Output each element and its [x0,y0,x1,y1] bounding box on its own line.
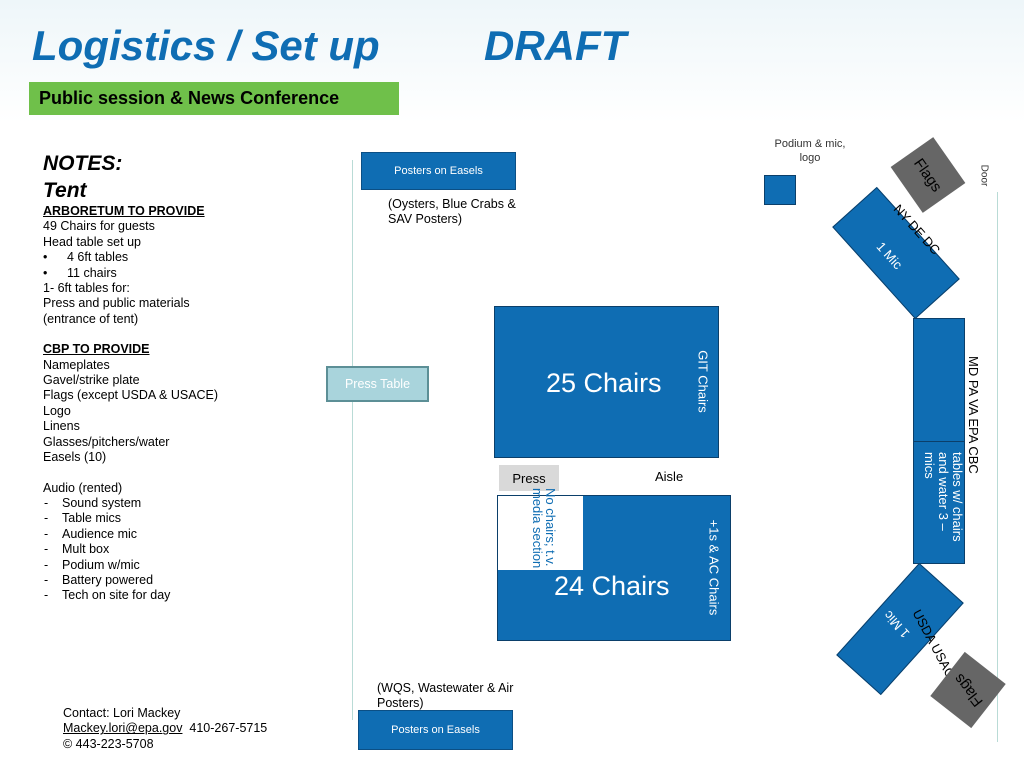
list-item: Battery powered [43,573,333,589]
arboretum-line: Press and public materials [43,296,190,311]
contact-block: Contact: Lori Mackey Mackey.lori@epa.gov… [63,706,267,752]
list-item: Sound system [43,496,333,512]
podium-label: Podium & mic, logo [774,138,846,164]
arboretum-heading: ARBORETUM TO PROVIDE [43,204,205,218]
contact-email-line: Mackey.lori@epa.gov 410-267-5715 [63,721,267,736]
tent-heading: Tent [43,179,87,202]
flags-bottom-label: Flags [950,670,986,710]
cbp-line: Glasses/pitchers/water [43,434,170,449]
arboretum-line: (entrance of tent) [43,311,139,326]
page-title: Logistics / Set up [32,22,380,69]
git-chairs-label: GIT Chairs [695,350,711,413]
no-chairs-text: No chairs; t.v. media section [530,488,558,569]
cbp-heading: CBP TO PROVIDE [43,342,150,357]
arboretum-line: 1- 6ft tables for: [43,281,130,296]
posters-top-caption: (Oysters, Blue Crabs & SAV Posters) [388,197,516,226]
list-item: 11 chairs [43,266,333,282]
chairs-block-top [494,306,719,458]
tables-note-label: tables w/ chairs and water 3 – mics [912,452,965,552]
head-table-upper [913,318,965,442]
flags-top-label: Flags [910,155,946,195]
tent-left-line [352,160,353,720]
chairs-bottom-label: 24 Chairs [554,571,670,601]
head-table-list: 4 6ft tables 11 chairs [43,250,333,281]
subtitle-banner: Public session & News Conference [29,82,399,115]
aisle-label: Aisle [655,469,684,484]
arboretum-line: Head table set up [43,234,141,249]
cbp-line: Nameplates [43,357,110,372]
list-item: Mult box [43,542,333,558]
contact-phone-mobile: © 443-223-5708 [63,736,154,751]
list-item: 4 6ft tables [43,250,333,266]
press-label: Press [499,465,559,491]
contact-email[interactable]: Mackey.lori@epa.gov [63,721,183,736]
draft-label: DRAFT [484,22,627,69]
list-item: Tech on site for day [43,588,333,604]
tent-right-line [997,192,998,742]
notes-panel: NOTES: Tent ARBORETUM TO PROVIDE 49 Chai… [43,150,333,604]
notes-heading: NOTES: [43,152,123,175]
contact-name: Contact: Lori Mackey [63,706,181,720]
cbp-line: Flags (except USDA & USACE) [43,388,219,403]
posters-bottom-box: Posters on Easels [358,710,513,750]
ac-chairs-strip [699,496,729,640]
posters-top-box: Posters on Easels [361,152,516,190]
ac-chairs-label: +1s & AC Chairs [706,519,722,616]
cbp-line: Gavel/strike plate [43,373,140,388]
arboretum-line: 49 Chairs for guests [43,219,155,234]
tables-note-text: tables w/ chairs and water 3 – mics [922,452,965,542]
no-chairs-label: No chairs; t.v. media section [521,488,558,578]
contact-phone: 410-267-5715 [189,721,268,736]
no-chairs-area [498,496,583,570]
head-states-label: MD PA VA EPA CBC [966,356,981,474]
list-item: Table mics [43,511,333,527]
audio-list: Sound system Table mics Audience mic Mul… [43,496,333,604]
audio-heading: Audio (rented) [43,480,123,495]
list-item: Audience mic [43,527,333,543]
cbp-line: Linens [43,419,80,434]
cbp-line: Easels (10) [43,450,107,465]
head-table-lower [913,441,965,564]
chairs-top-label: 25 Chairs [546,368,662,398]
podium-box [764,175,796,205]
cbp-line: Logo [43,403,71,418]
door-label: Door [978,164,990,187]
posters-bottom-caption: (WQS, Wastewater & Air Posters) [377,681,514,710]
press-table: Press Table [326,366,429,402]
list-item: Podium w/mic [43,558,333,574]
